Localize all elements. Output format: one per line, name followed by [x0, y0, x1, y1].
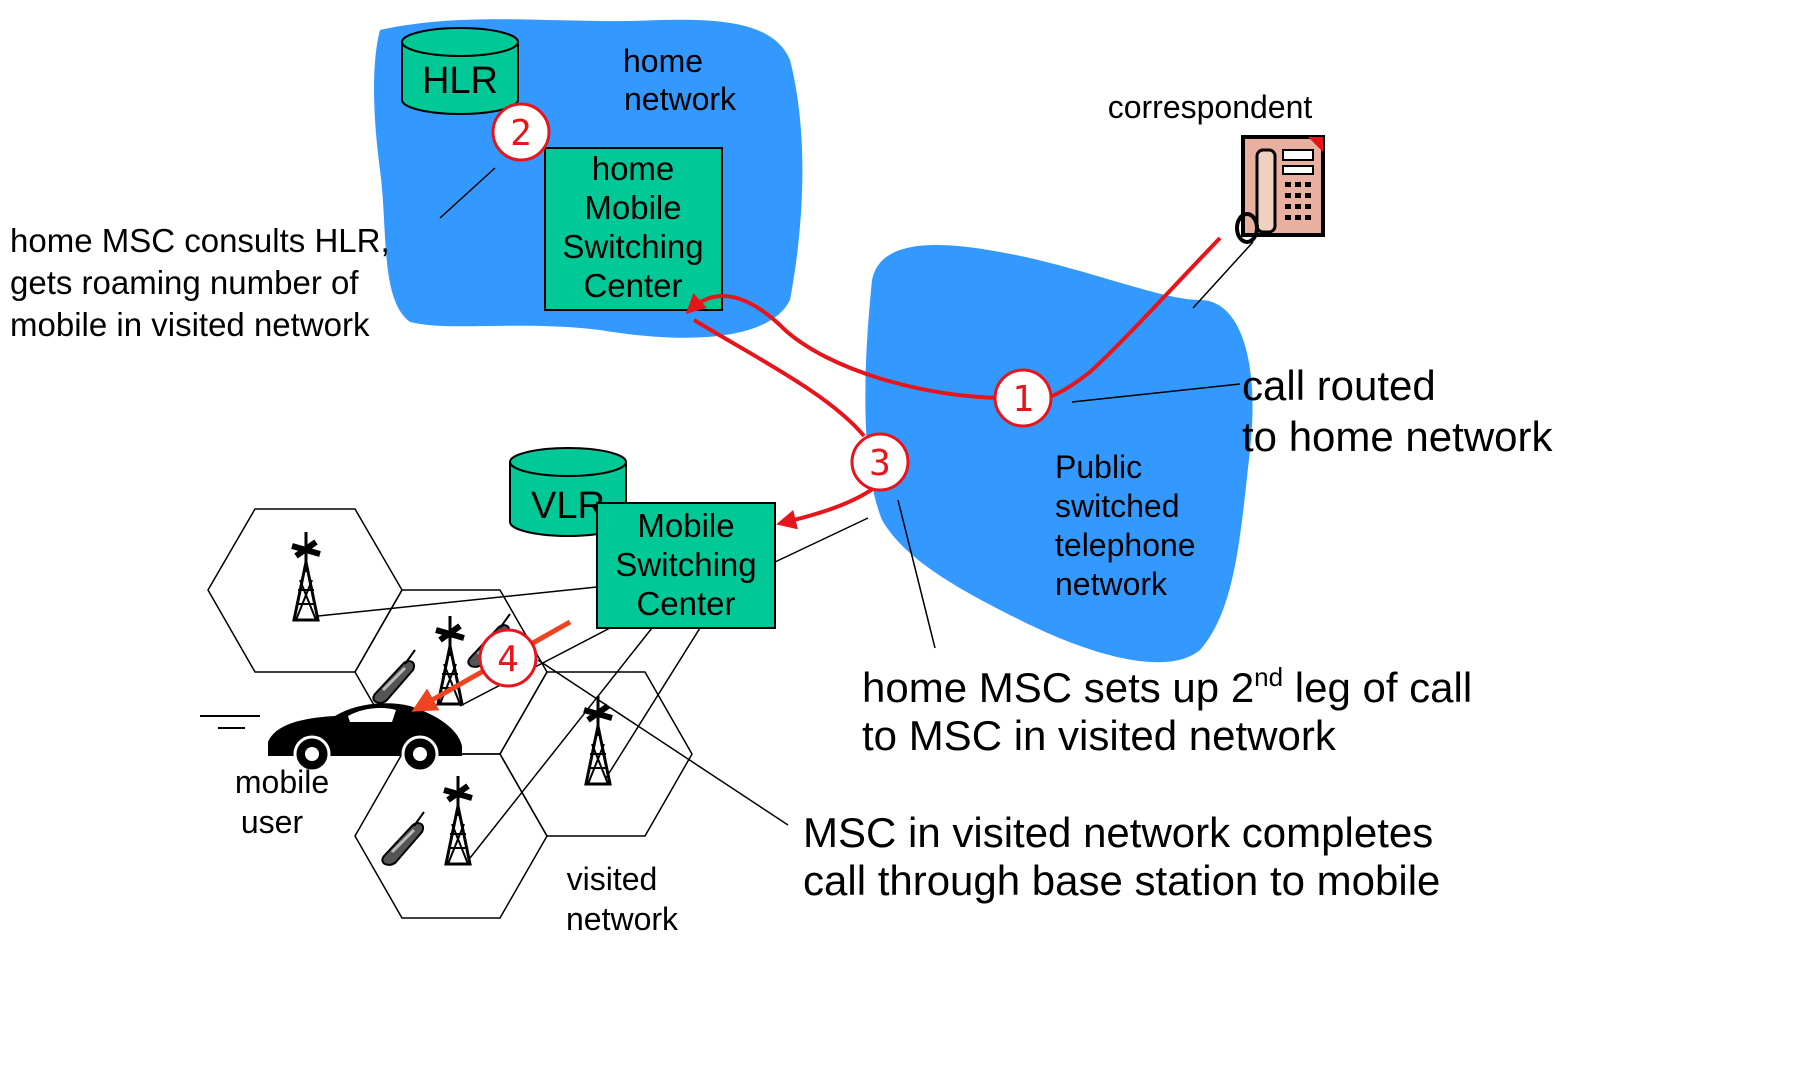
mobile-user-label-2: user — [241, 804, 304, 840]
hlr-label: HLR — [422, 60, 498, 102]
home-network-label-2: network — [624, 81, 737, 117]
step-4-number: 4 — [497, 639, 519, 680]
home-msc-label-2: Mobile — [584, 189, 681, 226]
visited-network-label-2: network — [566, 901, 679, 937]
home-msc-label-3: Switching — [562, 228, 703, 265]
step-2-marker: 2 — [491, 102, 551, 162]
step4-annotation-1: MSC in visited network completes — [803, 809, 1433, 856]
pstn-label-3: telephone — [1055, 527, 1196, 563]
cell-phone-icon — [371, 648, 417, 705]
visited-network-label-1: visited — [567, 861, 658, 897]
step2-annotation-2: gets roaming number of — [10, 264, 359, 301]
route-pstn-to-home-msc — [685, 293, 1001, 400]
step-3-marker: 3 — [850, 432, 910, 492]
step3-annotation-post: leg of call — [1283, 664, 1472, 711]
correspondent-connector — [1192, 241, 1254, 309]
visited-msc-box: Mobile Switching Center — [596, 502, 776, 629]
step1-annotation-1: call routed — [1242, 362, 1436, 409]
cell-phone-icon — [380, 810, 426, 867]
desk-phone-icon — [1235, 135, 1325, 244]
pstn-label-2: switched — [1055, 488, 1180, 524]
pstn-label-4: network — [1055, 566, 1168, 602]
mobile-user-label-1: mobile — [235, 764, 329, 800]
step2-annotation-3: mobile in visited network — [10, 306, 370, 343]
step-1-number: 1 — [1012, 379, 1034, 420]
home-msc-label-4: Center — [583, 267, 682, 304]
step2-annotation-1: home MSC consults HLR, — [10, 222, 390, 259]
pstn-cloud — [865, 245, 1253, 663]
home-msc-box: home Mobile Switching Center — [544, 147, 723, 311]
step1-annotation-2: to home network — [1242, 413, 1553, 460]
cell-tower-icon — [292, 532, 320, 620]
vlr-label: VLR — [531, 485, 605, 527]
annotation-leaders — [439, 167, 1241, 826]
step3-annotation-sup: nd — [1254, 662, 1283, 692]
step-4-marker: 4 — [478, 628, 538, 688]
home-network-label-1: home — [623, 43, 703, 79]
home-msc-label-1: home — [592, 150, 675, 187]
hlr-database: HLR — [401, 27, 519, 115]
visited-msc-label-1: Mobile — [637, 507, 734, 544]
step3-annotation-pre: home MSC sets up 2 — [862, 664, 1254, 711]
pstn-label-1: Public — [1055, 449, 1142, 485]
cell-tower-icon — [444, 776, 472, 864]
visited-msc-label-2: Switching — [615, 546, 756, 583]
step3-annotation-1: home MSC sets up 2nd leg of call — [862, 662, 1472, 711]
car-icon — [200, 703, 462, 773]
step4-annotation-2: call through base station to mobile — [803, 857, 1440, 904]
route-correspondent-to-pstn — [1047, 236, 1222, 400]
step-2-number: 2 — [510, 113, 532, 154]
visited-msc-label-3: Center — [636, 585, 735, 622]
correspondent-label: correspondent — [1108, 89, 1313, 125]
step3-annotation-2: to MSC in visited network — [862, 712, 1337, 759]
msc-tower-links — [317, 517, 869, 859]
step-1-marker: 1 — [993, 368, 1053, 428]
route-home-msc-to-step3 — [692, 318, 866, 438]
route-step3-to-visited-msc — [776, 486, 876, 530]
step-3-number: 3 — [869, 443, 891, 484]
